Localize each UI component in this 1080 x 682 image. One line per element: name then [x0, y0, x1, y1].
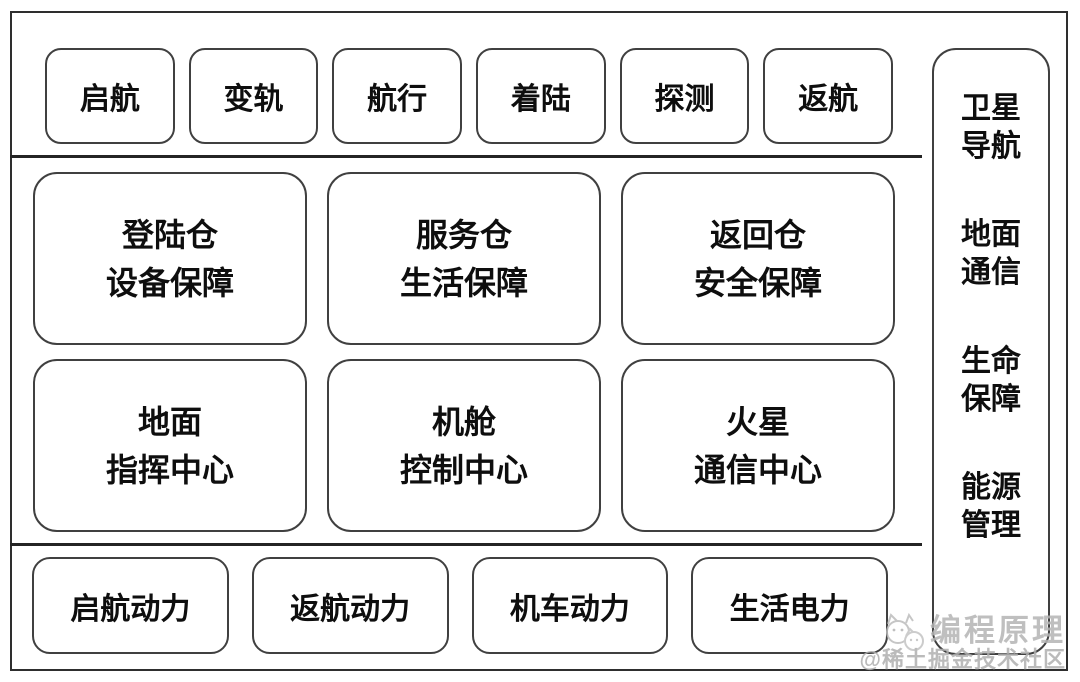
module-box-return-capsule: 返回仓 安全保障 — [621, 172, 895, 345]
module-line1: 地面 — [137, 403, 202, 440]
module-line2: 指挥中心 — [105, 451, 234, 488]
phase-label: 返航 — [798, 83, 859, 116]
sidebar-line1: 生命 — [961, 344, 1021, 378]
phase-label: 探测 — [654, 83, 715, 116]
module-grid: 登陆仓 设备保障 服务仓 生活保障 返回仓 安全保障 地面 指挥中心 机舱 控制… — [33, 172, 895, 532]
module-line2: 安全保障 — [693, 264, 822, 301]
sidebar-line2: 导航 — [961, 130, 1021, 164]
divider-line-top — [10, 155, 922, 158]
power-box-return: 返航动力 — [251, 557, 449, 654]
module-line1: 服务仓 — [415, 216, 512, 253]
support-sidebar: 卫星 导航 地面 通信 生命 保障 能源 管理 — [932, 48, 1050, 655]
power-label: 机车动力 — [509, 592, 630, 626]
phase-label: 着陆 — [510, 83, 571, 116]
phase-box-hangxing: 航行 — [332, 48, 463, 144]
module-box-ground-command: 地面 指挥中心 — [33, 359, 307, 532]
sidebar-line1: 能源 — [961, 470, 1021, 504]
power-label: 生活电力 — [729, 592, 850, 626]
sidebar-group-energy-mgmt: 能源 管理 — [961, 469, 1021, 545]
phase-label: 航行 — [367, 83, 428, 116]
sidebar-line2: 通信 — [961, 256, 1021, 290]
sidebar-line1: 地面 — [961, 218, 1021, 252]
module-line2: 控制中心 — [399, 451, 528, 488]
sidebar-line1: 卫星 — [961, 92, 1021, 126]
module-box-service-capsule: 服务仓 生活保障 — [327, 172, 601, 345]
power-label: 启航动力 — [70, 592, 191, 626]
sidebar-group-life-support: 生命 保障 — [961, 343, 1021, 419]
outer-frame — [10, 11, 1068, 671]
module-line2: 生活保障 — [399, 264, 528, 301]
module-line1: 登陆仓 — [121, 216, 218, 253]
sidebar-line2: 保障 — [961, 382, 1021, 416]
power-label: 返航动力 — [290, 592, 411, 626]
phase-box-tance: 探测 — [619, 48, 750, 144]
phase-box-zhuolu: 着陆 — [476, 48, 606, 144]
power-row: 启航动力 返航动力 机车动力 生活电力 — [32, 557, 888, 654]
sidebar-group-satellite-nav: 卫星 导航 — [961, 90, 1021, 166]
phase-box-bianggui: 变轨 — [188, 48, 319, 144]
module-line1: 机舱 — [431, 403, 496, 440]
module-line1: 返回仓 — [709, 216, 806, 253]
module-line2: 通信中心 — [693, 451, 822, 488]
sidebar-group-ground-comm: 地面 通信 — [961, 216, 1021, 292]
module-line2: 设备保障 — [105, 264, 234, 301]
power-box-living: 生活电力 — [691, 557, 888, 654]
sidebar-line2: 管理 — [961, 508, 1021, 542]
phase-label: 启航 — [79, 83, 140, 116]
phase-label: 变轨 — [223, 83, 284, 116]
phase-box-fanhang: 返航 — [763, 48, 894, 144]
phase-row: 启航 变轨 航行 着陆 探测 返航 — [45, 48, 894, 144]
module-box-cabin-control: 机舱 控制中心 — [327, 359, 601, 532]
module-box-mars-comm: 火星 通信中心 — [621, 359, 895, 532]
phase-box-qihang: 启航 — [45, 48, 175, 144]
power-box-rover: 机车动力 — [471, 557, 669, 654]
power-box-launch: 启航动力 — [32, 557, 229, 654]
module-box-landing-capsule: 登陆仓 设备保障 — [33, 172, 307, 345]
divider-line-bottom — [10, 543, 922, 546]
module-line1: 火星 — [725, 403, 790, 440]
